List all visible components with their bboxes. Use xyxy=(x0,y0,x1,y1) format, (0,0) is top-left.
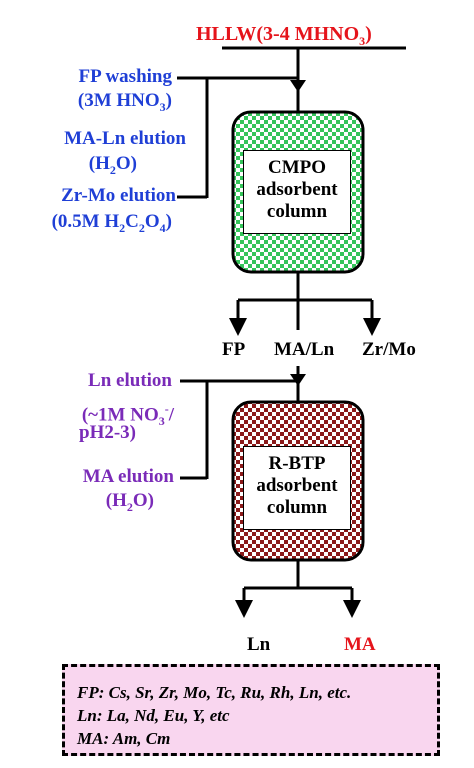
cmpo-line-3: column xyxy=(266,201,328,222)
cmpo-line-2: adsorbent xyxy=(256,179,338,200)
fp-arrow-icon xyxy=(229,318,247,336)
fp-washing-condition: (3M HNO3) xyxy=(77,90,172,114)
legend-ma: MA: Am, Cm xyxy=(77,729,171,748)
feed-label: HLLW(3-4 MHNO3) xyxy=(196,23,372,48)
outlet-fp-label: FP xyxy=(222,339,246,360)
ln-elution-label: Ln elution xyxy=(88,370,172,391)
ln-arrow-icon xyxy=(235,600,253,618)
rbtp-line-3: column xyxy=(266,497,328,518)
fp-washing-label: FP washing xyxy=(78,66,172,87)
feed-arrow-icon xyxy=(290,80,306,92)
zr-mo-condition: (0.5M H2C2O4) xyxy=(51,211,172,235)
ma-elution-label: MA elution xyxy=(82,466,174,487)
outlet-ma-label: MA xyxy=(344,634,376,655)
ln-condition-line1: (~1M NO3-/ xyxy=(81,402,174,429)
rbtp-column-label: R-BTP adsorbent column xyxy=(243,446,351,530)
ln-condition-line2: pH2-3) xyxy=(79,422,136,443)
rbtp-line-2: adsorbent xyxy=(256,475,338,496)
zr-mo-elution-label: Zr-Mo elution xyxy=(61,185,176,206)
cmpo-line-1: CMPO xyxy=(267,157,327,178)
ma-ln-condition: (H2O) xyxy=(88,153,137,177)
legend-ln: Ln: La, Nd, Eu, Y, etc xyxy=(77,706,230,725)
ma-ln-elution-label: MA-Ln elution xyxy=(64,128,186,149)
legend-box: FP: Cs, Sr, Zr, Mo, Tc, Ru, Rh, Ln, etc.… xyxy=(62,664,440,756)
outlet-ma-ln-label: MA/Ln xyxy=(274,339,335,360)
outlet-zr-mo-label: Zr/Mo xyxy=(362,339,416,360)
outlet-ln-label: Ln xyxy=(247,634,271,655)
ma-arrow-icon xyxy=(343,600,361,618)
zr-mo-arrow-icon xyxy=(363,318,381,336)
cmpo-column-label: CMPO adsorbent column xyxy=(243,150,351,234)
rbtp-line-1: R-BTP xyxy=(268,453,326,474)
legend-fp: FP: Cs, Sr, Zr, Mo, Tc, Ru, Rh, Ln, etc. xyxy=(77,683,352,702)
ma-condition: (H2O) xyxy=(105,490,154,514)
